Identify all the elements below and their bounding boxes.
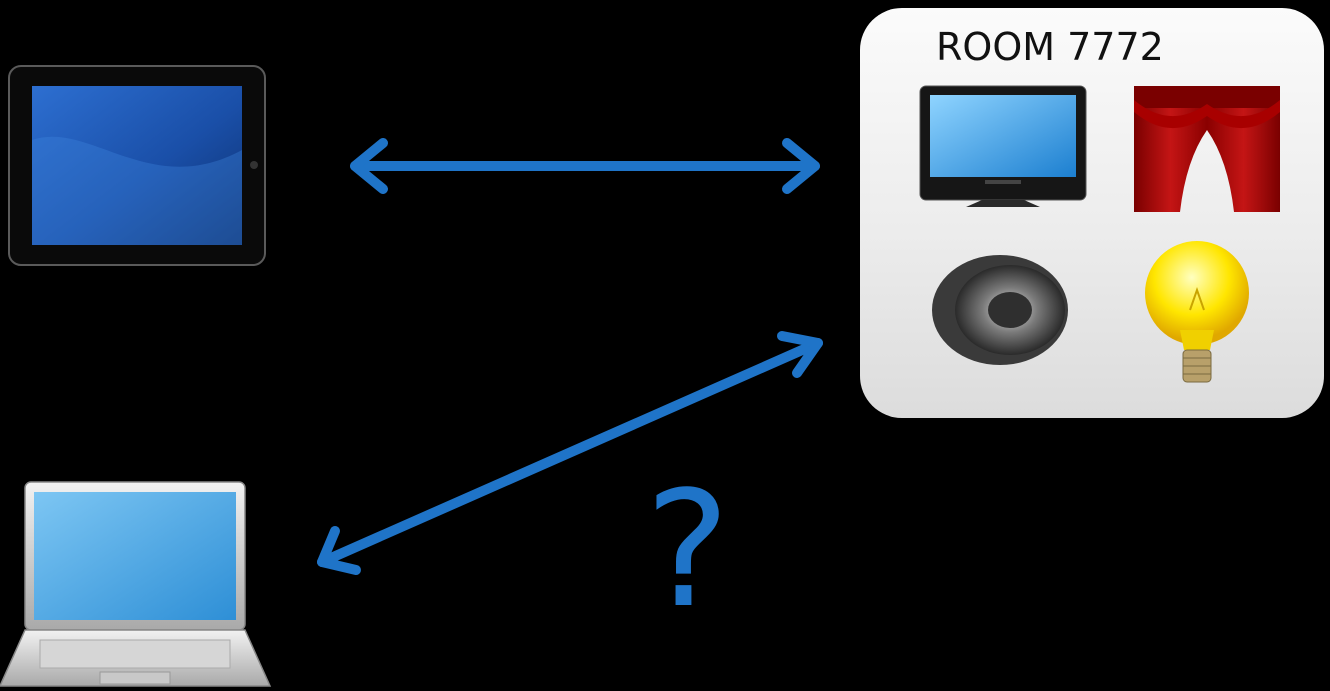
question-mark: ? [645,456,730,643]
tv-icon [919,85,1087,207]
arrow-tablet-room [350,138,820,194]
curtain-icon [1134,86,1280,212]
light-bulb-icon [1145,241,1249,383]
arrow-laptop-room [317,331,823,575]
laptop-icon [0,481,272,687]
room-panel [860,8,1324,418]
room-title: ROOM 7772 [936,25,1164,69]
tablet-icon [8,65,266,266]
speaker-icon [932,255,1068,365]
